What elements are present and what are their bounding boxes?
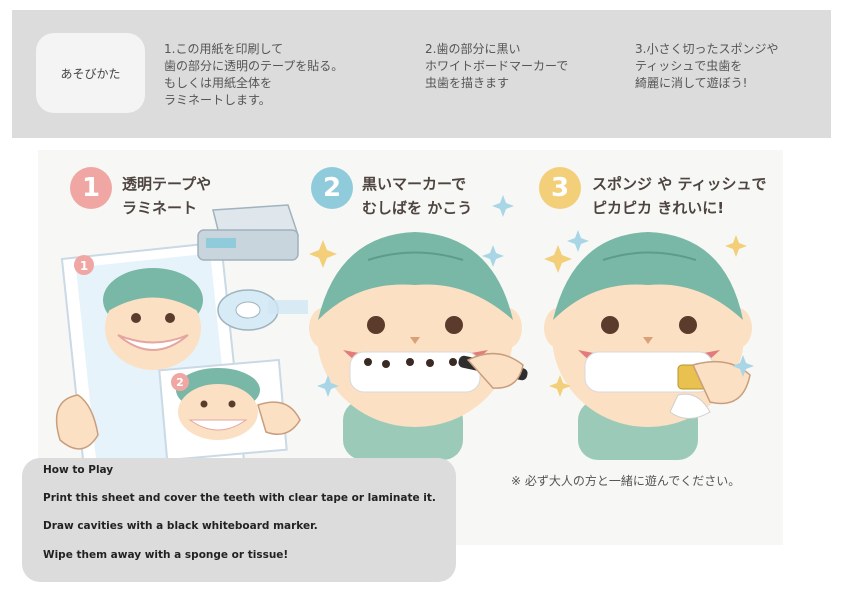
how-to-play-box: How to Play Print this sheet and cover t… [22,458,456,582]
step2-boy [309,232,528,460]
step-title-3: スポンジ や ティッシュで ピカピカ きれいに! [592,175,767,217]
step-title-2: 黒いマーカーで むしばを かこう [362,175,473,217]
laminator [197,204,299,261]
header-step-3: 3.小さく切ったスポンジや ティッシュで虫歯を 綺麗に消して遊ぼう! [635,42,779,90]
header-step-2: 2.歯の部分に黒い ホワイトボードマーカーで 虫歯を描きます [425,42,569,90]
illustration-panel: 1 2 [38,150,783,545]
how-to-label: あそびかた [36,33,145,113]
header-step-1: 1.この用紙を印刷して 歯の部分に透明のテープを貼る。 もしくは用紙全体を ラミ… [164,42,344,107]
how-to-play-line-1: Print this sheet and cover the teeth wit… [43,492,436,504]
tape-roll [217,289,308,331]
adult-supervision-note: ※ 必ず大人の方と一緒に遊んでください。 [511,474,741,488]
step1-card-large: 1 [60,241,246,479]
how-to-play-line-2: Draw cavities with a black whiteboard ma… [43,520,318,532]
sparkles [309,195,514,397]
illustration-svg: 1 2 [55,195,754,479]
step-badge-3: 3 [539,167,581,209]
card-number-1: 1 [80,259,88,273]
how-to-play-title: How to Play [43,464,114,476]
header-band [12,10,831,138]
step-badge-2: 2 [311,167,353,209]
step3-boy [544,232,752,460]
hand-left [55,394,99,450]
sparkles-3 [544,230,754,397]
step1-card-small: 2 [158,358,301,462]
card-number-2: 2 [176,376,184,389]
how-to-play-line-3: Wipe them away with a sponge or tissue! [43,549,289,561]
step-badge-1: 1 [70,167,112,209]
step-title-1: 透明テープや ラミネート [122,175,212,217]
